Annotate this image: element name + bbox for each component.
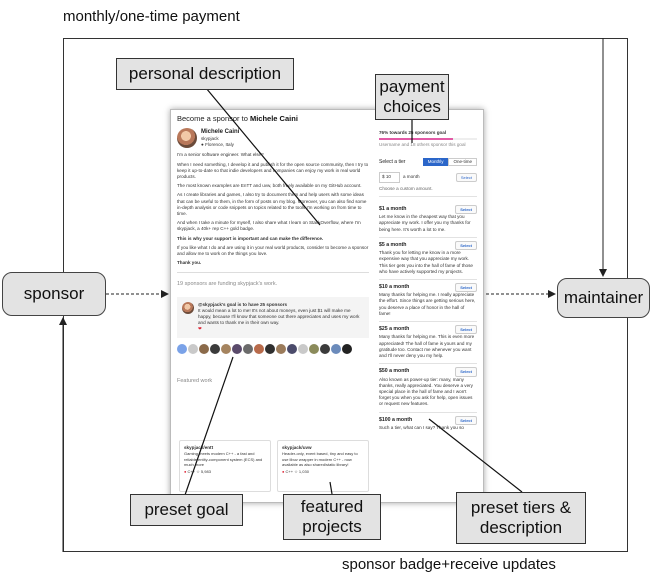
goal-text: It would mean a lot to me! It's not abou… [198,307,360,326]
featured-label: Featured work [177,377,213,384]
funding-line: 19 sponsors are funding skypjack's work. [177,272,369,288]
callout-featured-projects: featured projects [283,494,381,540]
caption-sponsor-badge: sponsor badge+receive updates [342,556,556,573]
bio-text: I'm a senior software engineer. What els… [177,152,369,266]
callout-payment-choices: payment choices [375,74,449,120]
avatar [177,128,197,149]
heart-icon: ❤ [198,326,202,332]
custom-amount-input[interactable]: $ 10 [379,172,400,183]
custom-amount-hint: Choose a custom amount. [379,186,477,197]
caption-monthly-payment: monthly/one-time payment [63,8,240,25]
tab-one-time[interactable]: One-time [448,158,477,167]
custom-amount-suffix: a month [402,174,420,180]
select-button[interactable]: Select [455,367,477,377]
select-button[interactable]: Select [455,172,477,183]
tab-monthly[interactable]: Monthly [422,158,449,167]
callout-preset-tiers: preset tiers & description [456,492,586,544]
goal-card: @skypjack's goal is to have 25 sponsors … [177,296,369,338]
featured-project-card[interactable]: skypjack/entt Gaming meets modern C++ - … [179,440,271,492]
featured-project-card[interactable]: skypjack/uvw Header-only, event based, t… [277,440,369,492]
select-button[interactable]: Select [455,325,477,335]
goal-author: @skypjack's goal is to have 25 sponsors [198,301,288,307]
select-button[interactable]: Select [455,204,477,215]
select-button[interactable]: Select [455,240,477,251]
select-tier-label: Select a tier [379,159,406,166]
sponsor-node: sponsor [2,272,106,316]
sponsor-avatars [177,343,369,356]
goal-progress-label: 76% towards 25 sponsors goal [379,130,447,135]
profile-location: ● Florence, Italy [201,142,234,148]
select-button[interactable]: Select [455,282,477,293]
goal-progress-bar [379,138,477,141]
callout-preset-goal: preset goal [130,494,243,526]
sponsor-page-screenshot: Become a sponsor to Michele Caini Michel… [170,109,484,503]
goal-sub: Username and 18 others sponsor this goal [379,142,466,148]
profile-name: Michele Caini [201,129,240,135]
goal-avatar [182,301,194,314]
callout-personal-description: personal description [116,58,294,90]
page-title: Become a sponsor to Michele Caini [177,114,298,123]
select-button[interactable]: Select [455,415,477,425]
maintainer-node: maintainer [557,278,650,318]
